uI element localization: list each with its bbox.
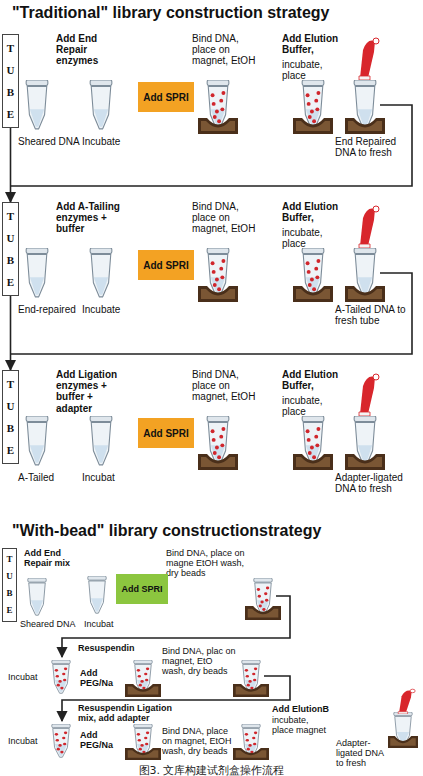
section-title: "Traditional" library construction strat…	[12, 4, 329, 22]
section-title: "With-bead" library constructionstrategy	[12, 522, 321, 540]
step-label: End-repaired	[18, 304, 80, 315]
step-label: Incubate	[82, 304, 132, 315]
step-label: Sheared DNA	[20, 619, 80, 629]
magnet-stand	[198, 118, 238, 134]
step-label: Adapter-ligated DNA to fresh	[336, 738, 390, 768]
bead-tube-icon	[52, 660, 70, 693]
node-text: Add SPRI	[143, 428, 189, 439]
tube-icon	[26, 80, 48, 129]
node-text: TUBE	[5, 373, 16, 461]
step-label: Add PEG/Na	[80, 730, 130, 750]
magnet-stand	[125, 748, 161, 760]
magnet-stand	[233, 748, 269, 760]
pipette-icon	[359, 206, 379, 248]
tube-tag: TUBE	[2, 202, 19, 296]
tube-tag: TUBE	[2, 34, 19, 128]
tube-icon	[90, 248, 112, 297]
step-label: Add PEG/Na	[80, 668, 130, 688]
magnet-stand	[345, 286, 385, 302]
step-label: Add Elution Buffer,	[282, 33, 348, 55]
step-label: Resuspendin Ligation mix, add adapter	[78, 703, 188, 723]
step-label: Incubate	[82, 136, 132, 147]
magnet-stand	[345, 454, 385, 470]
pipette-icon	[359, 38, 379, 80]
step-label: Bind DNA, plac on magnet, EtO wash, dry …	[162, 646, 238, 676]
tube-tag: TUBE	[2, 370, 19, 464]
step-label: incubate, place magnet	[272, 715, 328, 735]
pipette-icon	[359, 374, 379, 416]
reagent-box: Add SPRI	[138, 82, 194, 112]
step-label: Incubat	[82, 472, 132, 483]
node-text: TUBE	[5, 37, 16, 125]
magnet-stand	[198, 454, 238, 470]
step-label: Incubat	[84, 619, 124, 629]
step-label: Incubat	[8, 736, 48, 746]
step-label: Sheared DNA	[18, 136, 80, 147]
step-label: Bind DNA, place on magnet, EtOH	[192, 201, 264, 235]
node-text: TUBE	[5, 551, 14, 619]
tube-icon	[90, 80, 112, 129]
tube-tag: TUBE	[2, 548, 17, 622]
magnet-stand	[198, 286, 238, 302]
step-label: A-Tailed DNA to fresh tube	[335, 304, 407, 326]
magnet-stand	[388, 736, 418, 748]
reagent-box: Add SPRI	[116, 574, 168, 604]
step-label: A-Tailed	[18, 472, 80, 483]
step-label: Add ElutionB	[272, 704, 332, 714]
step-label: Resuspendin	[78, 643, 138, 653]
step-label: incubate, place	[282, 227, 348, 249]
step-label: Add Elution Buffer,	[282, 369, 348, 391]
bead-tube-icon	[52, 724, 70, 757]
flow-connector	[10, 296, 12, 370]
reagent-box: Add SPRI	[138, 418, 194, 448]
step-label: Add A-Tailing enzymes + buffer	[56, 201, 130, 235]
reagent-box: Add SPRI	[138, 250, 194, 280]
step-label: Add Ligation enzymes + buffer + adapter	[56, 369, 130, 414]
step-label: Bind DNA, place on magnet, EtOH	[192, 369, 264, 403]
step-label: incubate, place	[282, 395, 348, 417]
step-label: Add End Repair enzymes	[56, 33, 130, 67]
node-text: TUBE	[5, 205, 16, 293]
magnet-stand	[293, 454, 333, 470]
magnet-stand	[245, 606, 281, 620]
step-label: End Repaired DNA to fresh	[335, 136, 407, 158]
tube-icon	[28, 578, 46, 615]
step-label: Bind DNA, place on magnet, EtOH	[192, 33, 264, 67]
flow-connector	[10, 128, 12, 202]
step-label: Adapter-ligated DNA to fresh	[335, 472, 407, 494]
step-label: Bind DNA, place on magne EtOH wash, dry …	[166, 548, 248, 578]
magnet-stand	[125, 684, 161, 697]
flow-line	[10, 273, 412, 354]
step-label: Incubat	[8, 672, 48, 682]
figure-caption: 图3. 文库构建试剂盒操作流程	[0, 763, 423, 776]
tube-icon	[90, 416, 112, 465]
pipette-icon	[398, 689, 415, 714]
step-label: Add Elution Buffer,	[282, 201, 348, 223]
magnet-stand	[293, 118, 333, 134]
magnet-stand	[345, 118, 385, 134]
step-label: Bind DNA, place on magnet, EtOH wash, dr…	[162, 726, 238, 756]
tube-icon	[88, 576, 106, 613]
flow-line	[10, 105, 412, 186]
step-label: Add End Repair mix	[24, 548, 84, 568]
magnet-stand	[293, 286, 333, 302]
magnet-stand	[233, 684, 269, 697]
tube-icon	[26, 248, 48, 297]
node-text: Add SPRI	[143, 260, 189, 271]
tube-icon	[26, 416, 48, 465]
node-text: Add SPRI	[121, 584, 162, 594]
step-label: incubate, place	[282, 59, 348, 81]
node-text: Add SPRI	[143, 92, 189, 103]
